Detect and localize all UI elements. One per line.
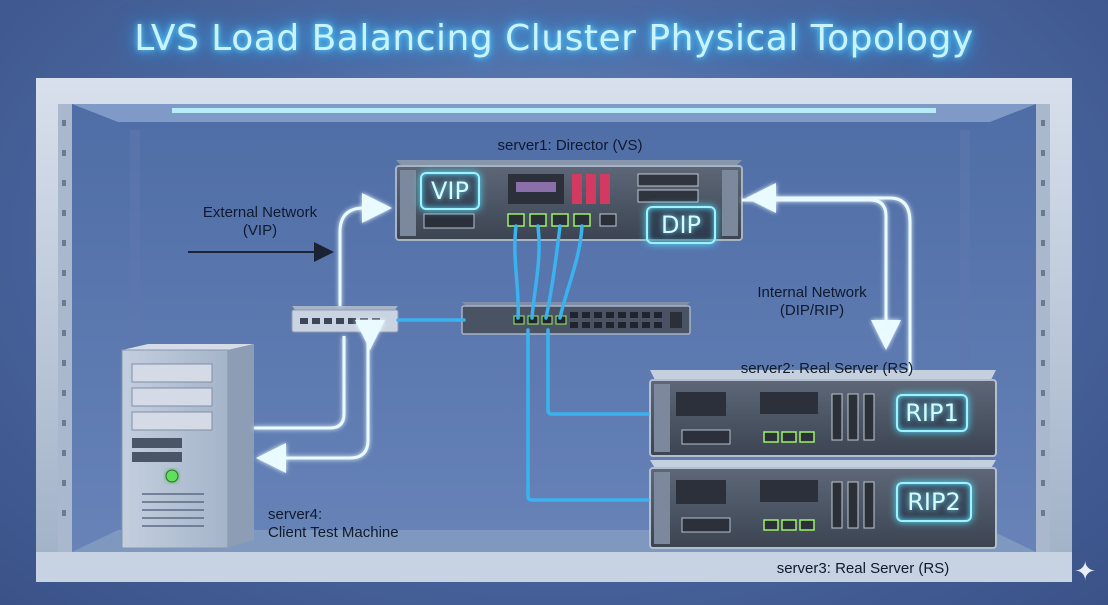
rip1-badge: RIP1 xyxy=(896,394,968,432)
real-server-1-label: server2: Real Server (RS) xyxy=(740,360,914,377)
real-server-2 xyxy=(649,460,997,549)
internal-network-line1: Internal Network xyxy=(757,284,867,301)
page-title: LVS Load Balancing Cluster Physical Topo… xyxy=(134,18,974,59)
client-label: server4: Client Test Machine xyxy=(268,506,399,542)
patch-cables xyxy=(396,224,650,502)
director-server xyxy=(395,160,743,241)
network-switch xyxy=(461,302,691,335)
sparkle-icon: ✦ xyxy=(1074,556,1096,586)
client-tower xyxy=(121,344,254,549)
real-server-1 xyxy=(649,370,997,457)
internal-network-label: Internal Network (DIP/RIP) xyxy=(732,284,892,320)
small-switch xyxy=(291,306,399,333)
client-line2: Client Test Machine xyxy=(268,524,399,541)
client-line1: server4: xyxy=(268,506,323,523)
vip-badge: VIP xyxy=(420,172,480,210)
external-network-line2: (VIP) xyxy=(242,222,278,239)
rip2-badge: RIP2 xyxy=(896,482,972,522)
dip-badge: DIP xyxy=(646,206,716,244)
external-network-line1: External Network xyxy=(202,204,318,221)
data-paths xyxy=(254,183,912,473)
real-server-2-label: server3: Real Server (RS) xyxy=(776,560,950,577)
external-network-label: External Network (VIP) xyxy=(180,204,340,240)
internal-network-line2: (DIP/RIP) xyxy=(779,302,845,319)
director-label: server1: Director (VS) xyxy=(497,137,643,154)
